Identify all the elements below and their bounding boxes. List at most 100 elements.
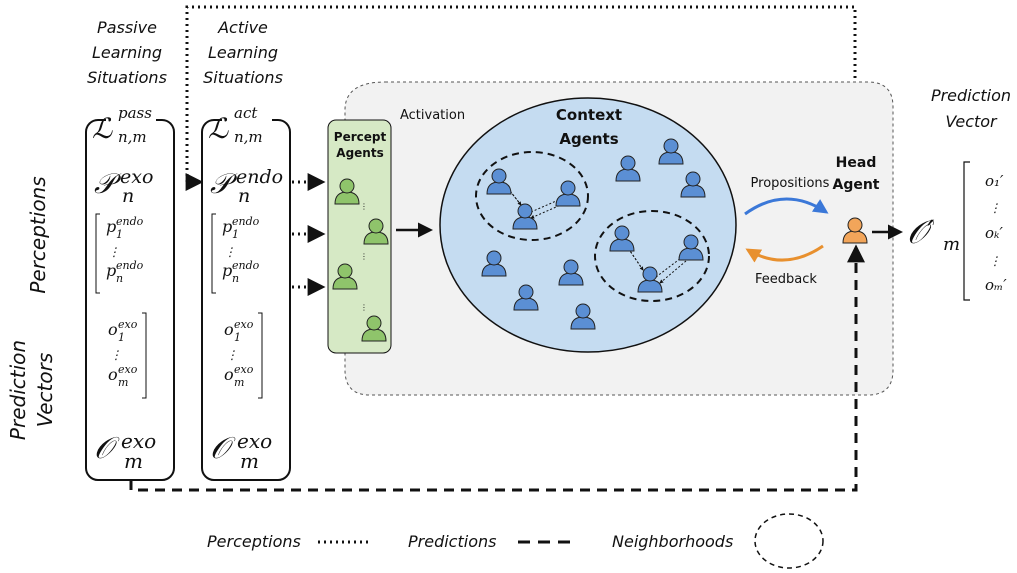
neighborhood-2 [594,210,710,302]
percept-agent-4 [361,315,387,342]
active-perception-sub: n [238,185,250,207]
passive-p-vector: p endo 1 ⋮ p endo n [106,215,144,285]
active-title: Active Learning Situations [203,18,283,87]
active-perception-sup: endo [236,166,283,188]
active-pn-letter: p [222,261,232,280]
active-p-vdots: ⋮ [224,245,236,259]
passive-p1-sup: endo [116,215,144,228]
context-agent-4 [615,155,641,182]
percept-agent-group [332,178,389,342]
active-om-letter: o [224,365,234,384]
context-agent-9 [678,234,704,261]
top-perception-link [185,5,857,182]
active-om-sub: m [234,376,244,389]
output-bracket [963,161,970,301]
active-o1-letter: o [224,320,234,339]
active-p1-letter: p [222,217,232,236]
active-om-sup: exo [234,363,254,376]
percept-agent-1 [334,178,360,205]
passive-pn-sub: n [116,272,123,285]
legend-perceptions-label: Perceptions [207,532,301,551]
active-header: ℒ act n,m [208,104,263,146]
context-agents-label-2: Agents [559,130,618,148]
side-label-perceptions: Perceptions [26,176,50,293]
activation-label: Activation [400,108,465,123]
passive-o-bracket [142,312,147,399]
output-symbol: 𝒪′ m [907,213,960,255]
passive-perception: 𝒫 exo n [94,166,153,207]
passive-header-sup: pass [118,104,152,122]
percept-vdots-2: ⋮ [360,252,368,261]
passive-o-vdots: ⋮ [110,348,122,362]
head-agent-icon [842,217,868,244]
prediction-feedback-link [129,244,865,492]
context-agent-11 [513,284,539,311]
output-entry-vdots-1: ⋮ [989,201,1001,215]
legend-predictions-label: Predictions [408,532,496,551]
active-p1-sub: 1 [232,228,239,241]
legend: Perceptions Predictions Neighborhoods [207,513,824,569]
active-title-line2: Learning [208,43,278,62]
active-o-vector: o exo 1 ⋮ o exo m [224,318,254,389]
active-header-sub: n,m [234,128,263,146]
passive-prediction: 𝒪 exo m [94,429,156,473]
output-symbol-main: 𝒪′ [907,213,935,251]
percept-vdots-1: ⋮ [360,202,368,211]
prediction-vector-title-2: Vector [945,112,998,131]
context-agent-3 [555,180,581,207]
active-o1-sub: 1 [234,331,241,344]
context-agent-13 [570,303,596,330]
neighborhood-1 [475,151,589,241]
side-label-prediction: Prediction [6,340,30,440]
passive-pn-letter: p [106,261,116,280]
passive-header: ℒ pass n,m [92,104,152,146]
neighbor-link-2d [659,260,687,284]
legend-neighborhood-icon [754,513,824,569]
output-entry-k: oₖ′ [985,224,1004,242]
context-agent-2 [512,203,538,230]
passive-p-vdots: ⋮ [108,245,120,259]
passive-o-vector: o exo 1 ⋮ o exo m [108,318,138,389]
passive-o1-sup: exo [118,318,138,331]
passive-perception-sub: n [122,185,134,207]
active-o-vdots: ⋮ [226,348,238,362]
output-entry-vdots-2: ⋮ [989,254,1001,268]
context-agent-6 [680,171,706,198]
passive-title-line2: Learning [92,43,162,62]
active-title-line1: Active [217,18,268,37]
passive-pn-sup: endo [116,259,144,272]
context-agent-8 [637,266,663,293]
output-entry-m: oₘ′ [985,276,1007,294]
active-o1-sup: exo [234,318,254,331]
context-agents-label-1: Context [556,106,622,124]
passive-title-line3: Situations [87,68,167,87]
passive-header-mask [106,108,156,128]
percept-agents-label-1: Percept [334,130,387,144]
passive-o1-letter: o [108,320,118,339]
output-entry-1: o₁′ [985,172,1004,190]
passive-title-line1: Passive [97,18,157,37]
passive-perception-sup: exo [120,166,153,188]
percept-agent-3 [332,263,358,290]
passive-om-sup: exo [118,363,138,376]
passive-p1-letter: p [106,217,116,236]
feedback-arrow [745,244,824,263]
percept-vdots-3: ⋮ [360,303,368,312]
active-o-bracket [258,312,263,399]
passive-p-bracket [95,213,100,294]
head-agent-label-2: Agent [832,177,879,193]
passive-prediction-sup: exo [121,429,156,453]
active-prediction-sub: m [240,449,259,473]
active-p1-sup: endo [232,215,260,228]
context-agent-7 [609,225,635,252]
passive-header-symbol: ℒ [92,112,113,145]
active-title-line3: Situations [203,68,283,87]
side-label-vectors: Vectors [33,353,57,428]
percept-agent-2 [363,218,389,245]
feedback-label: Feedback [755,272,817,287]
active-header-symbol: ℒ [208,112,229,145]
context-agent-10 [481,250,507,277]
passive-p1-sub: 1 [116,228,123,241]
passive-header-sub: n,m [118,128,147,146]
